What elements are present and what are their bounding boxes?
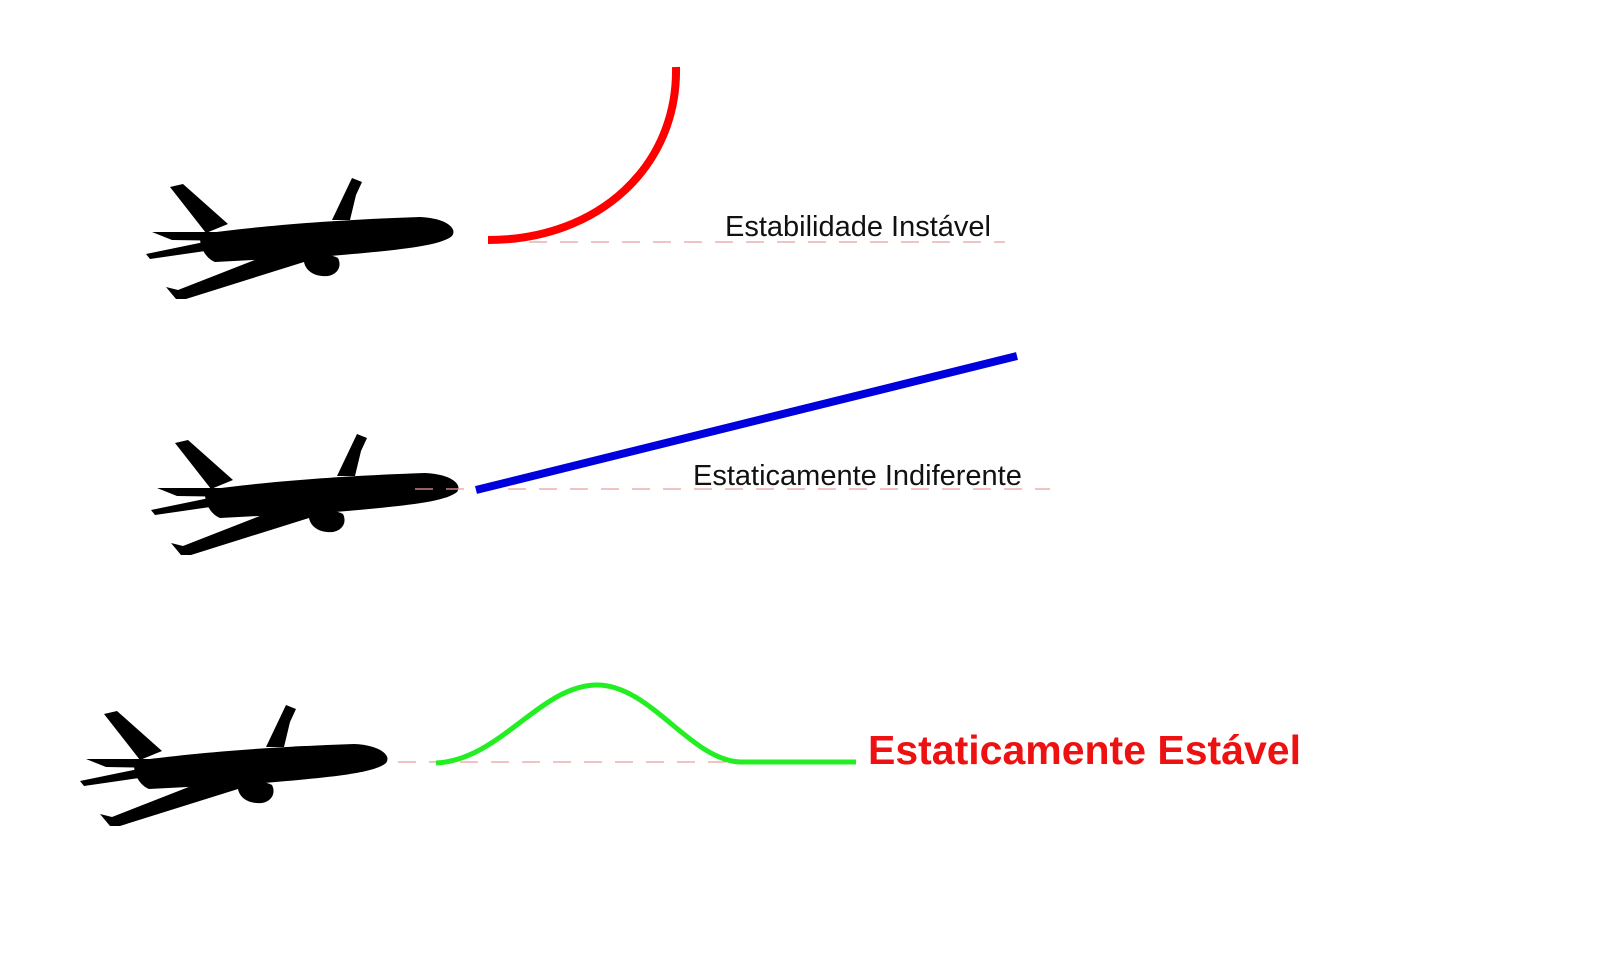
label-unstable: Estabilidade Instável (725, 211, 991, 243)
stable-curve (435, 682, 856, 766)
label-indifferent: Estaticamente Indiferente (693, 460, 1022, 492)
airplane-icon (146, 178, 454, 299)
airplane-icon (80, 705, 388, 826)
indifferent-line (475, 352, 1018, 494)
label-stable: Estaticamente Estável (868, 727, 1301, 773)
row-stable: Estaticamente Estável (80, 682, 1301, 826)
row-unstable: Estabilidade Instável (146, 66, 1005, 299)
row-indifferent: Estaticamente Indiferente (151, 352, 1050, 555)
airplane-icon (151, 434, 459, 555)
unstable-curve (487, 66, 681, 244)
